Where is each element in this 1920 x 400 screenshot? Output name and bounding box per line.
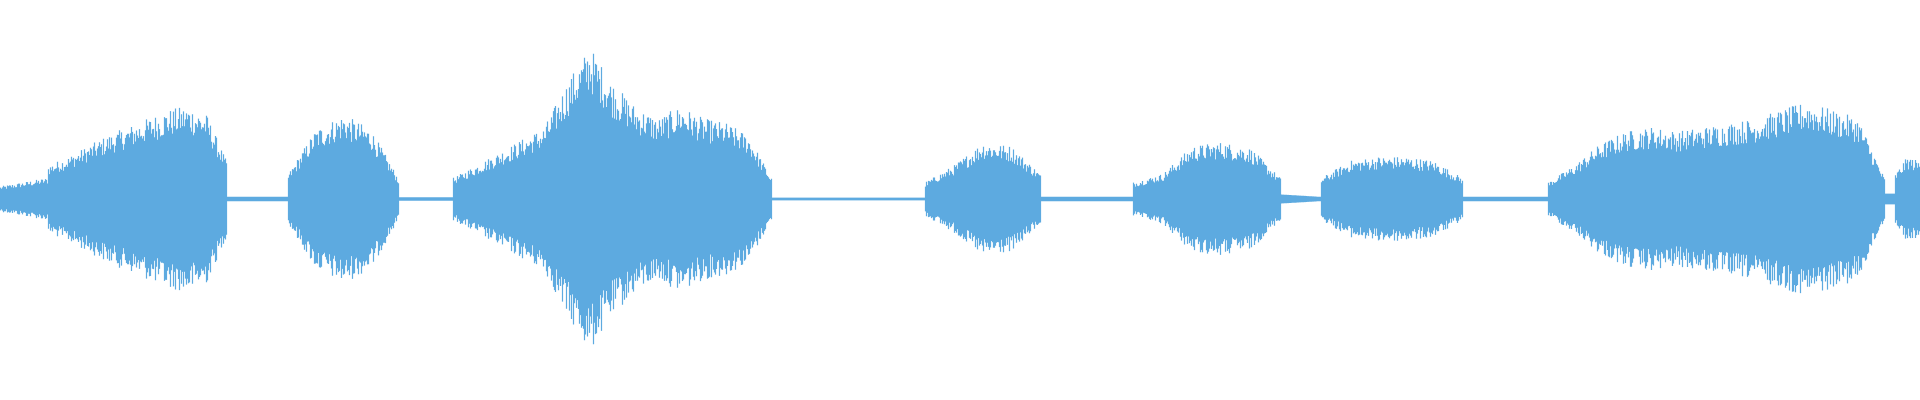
waveform-segment-path <box>452 53 773 345</box>
waveform-segment <box>924 145 1042 253</box>
waveform-segment <box>452 53 773 345</box>
waveform-segment <box>1894 159 1920 239</box>
waveform-segment-path <box>924 145 1042 253</box>
waveform-segment <box>1040 196 1134 202</box>
waveform-segment <box>1132 143 1282 255</box>
waveform-segment <box>771 197 926 201</box>
waveform-segment-path <box>1884 193 1896 205</box>
waveform-segment <box>1280 194 1322 204</box>
waveform-segment <box>0 179 49 219</box>
waveform-bars <box>0 53 1920 345</box>
waveform-segment-path <box>1462 196 1549 202</box>
waveform-segment-path <box>398 197 454 201</box>
waveform-segment-path <box>1040 196 1134 202</box>
waveform-segment <box>226 196 289 202</box>
waveform-segment-path <box>771 197 926 201</box>
waveform-segment <box>47 107 228 291</box>
waveform-segment-path <box>1280 194 1322 204</box>
waveform-segment <box>1547 104 1886 294</box>
waveform-segment-path <box>47 107 228 291</box>
waveform-segment-path <box>1132 143 1282 255</box>
waveform-segment <box>1320 157 1464 241</box>
waveform-segment <box>1462 196 1549 202</box>
waveform-segment-path <box>287 119 400 279</box>
waveform-segment-path <box>1894 159 1920 239</box>
waveform-segment-path <box>1320 157 1464 241</box>
waveform-segment <box>287 119 400 279</box>
waveform-segment <box>398 197 454 201</box>
waveform-segment-path <box>0 179 49 219</box>
waveform-segment-path <box>1547 104 1886 294</box>
waveform-segment <box>1884 193 1896 205</box>
waveform-segment-path <box>226 196 289 202</box>
